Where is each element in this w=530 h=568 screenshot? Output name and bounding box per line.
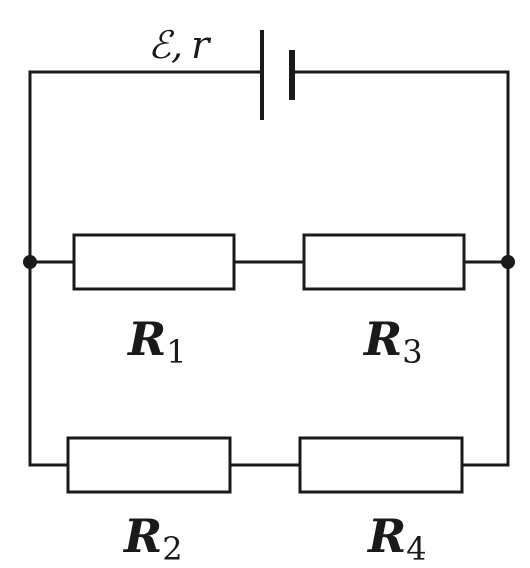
left-junction-node	[23, 255, 37, 269]
label-r2: R2	[122, 509, 183, 568]
lower-branch-wire-right	[460, 260, 510, 467]
emf-symbol: ℰ	[148, 23, 175, 67]
label-r1-index: 1	[166, 333, 186, 371]
resistor-r1	[72, 233, 236, 291]
label-r4-letter: R	[366, 509, 406, 563]
label-r3-letter: R	[362, 312, 402, 366]
label-r1: R1	[126, 312, 187, 371]
lower-branch-wire-left	[28, 260, 70, 467]
battery-label: ℰ,r	[148, 23, 212, 67]
resistor-r2	[66, 436, 232, 494]
label-r3-index: 3	[402, 333, 422, 371]
label-r3: R3	[362, 312, 423, 371]
top-left-wire	[28, 70, 264, 264]
label-r4-index: 4	[406, 530, 426, 568]
internal-resistance-symbol: r	[191, 23, 212, 67]
label-separator: ,	[171, 23, 183, 67]
label-r2-index: 2	[162, 530, 182, 568]
top-right-wire	[290, 70, 510, 264]
label-r4: R4	[366, 509, 427, 568]
resistor-r4	[298, 436, 464, 494]
resistor-r3	[302, 233, 466, 291]
label-r2-letter: R	[122, 509, 162, 563]
label-r1-letter: R	[126, 312, 166, 366]
right-junction-node	[501, 255, 515, 269]
